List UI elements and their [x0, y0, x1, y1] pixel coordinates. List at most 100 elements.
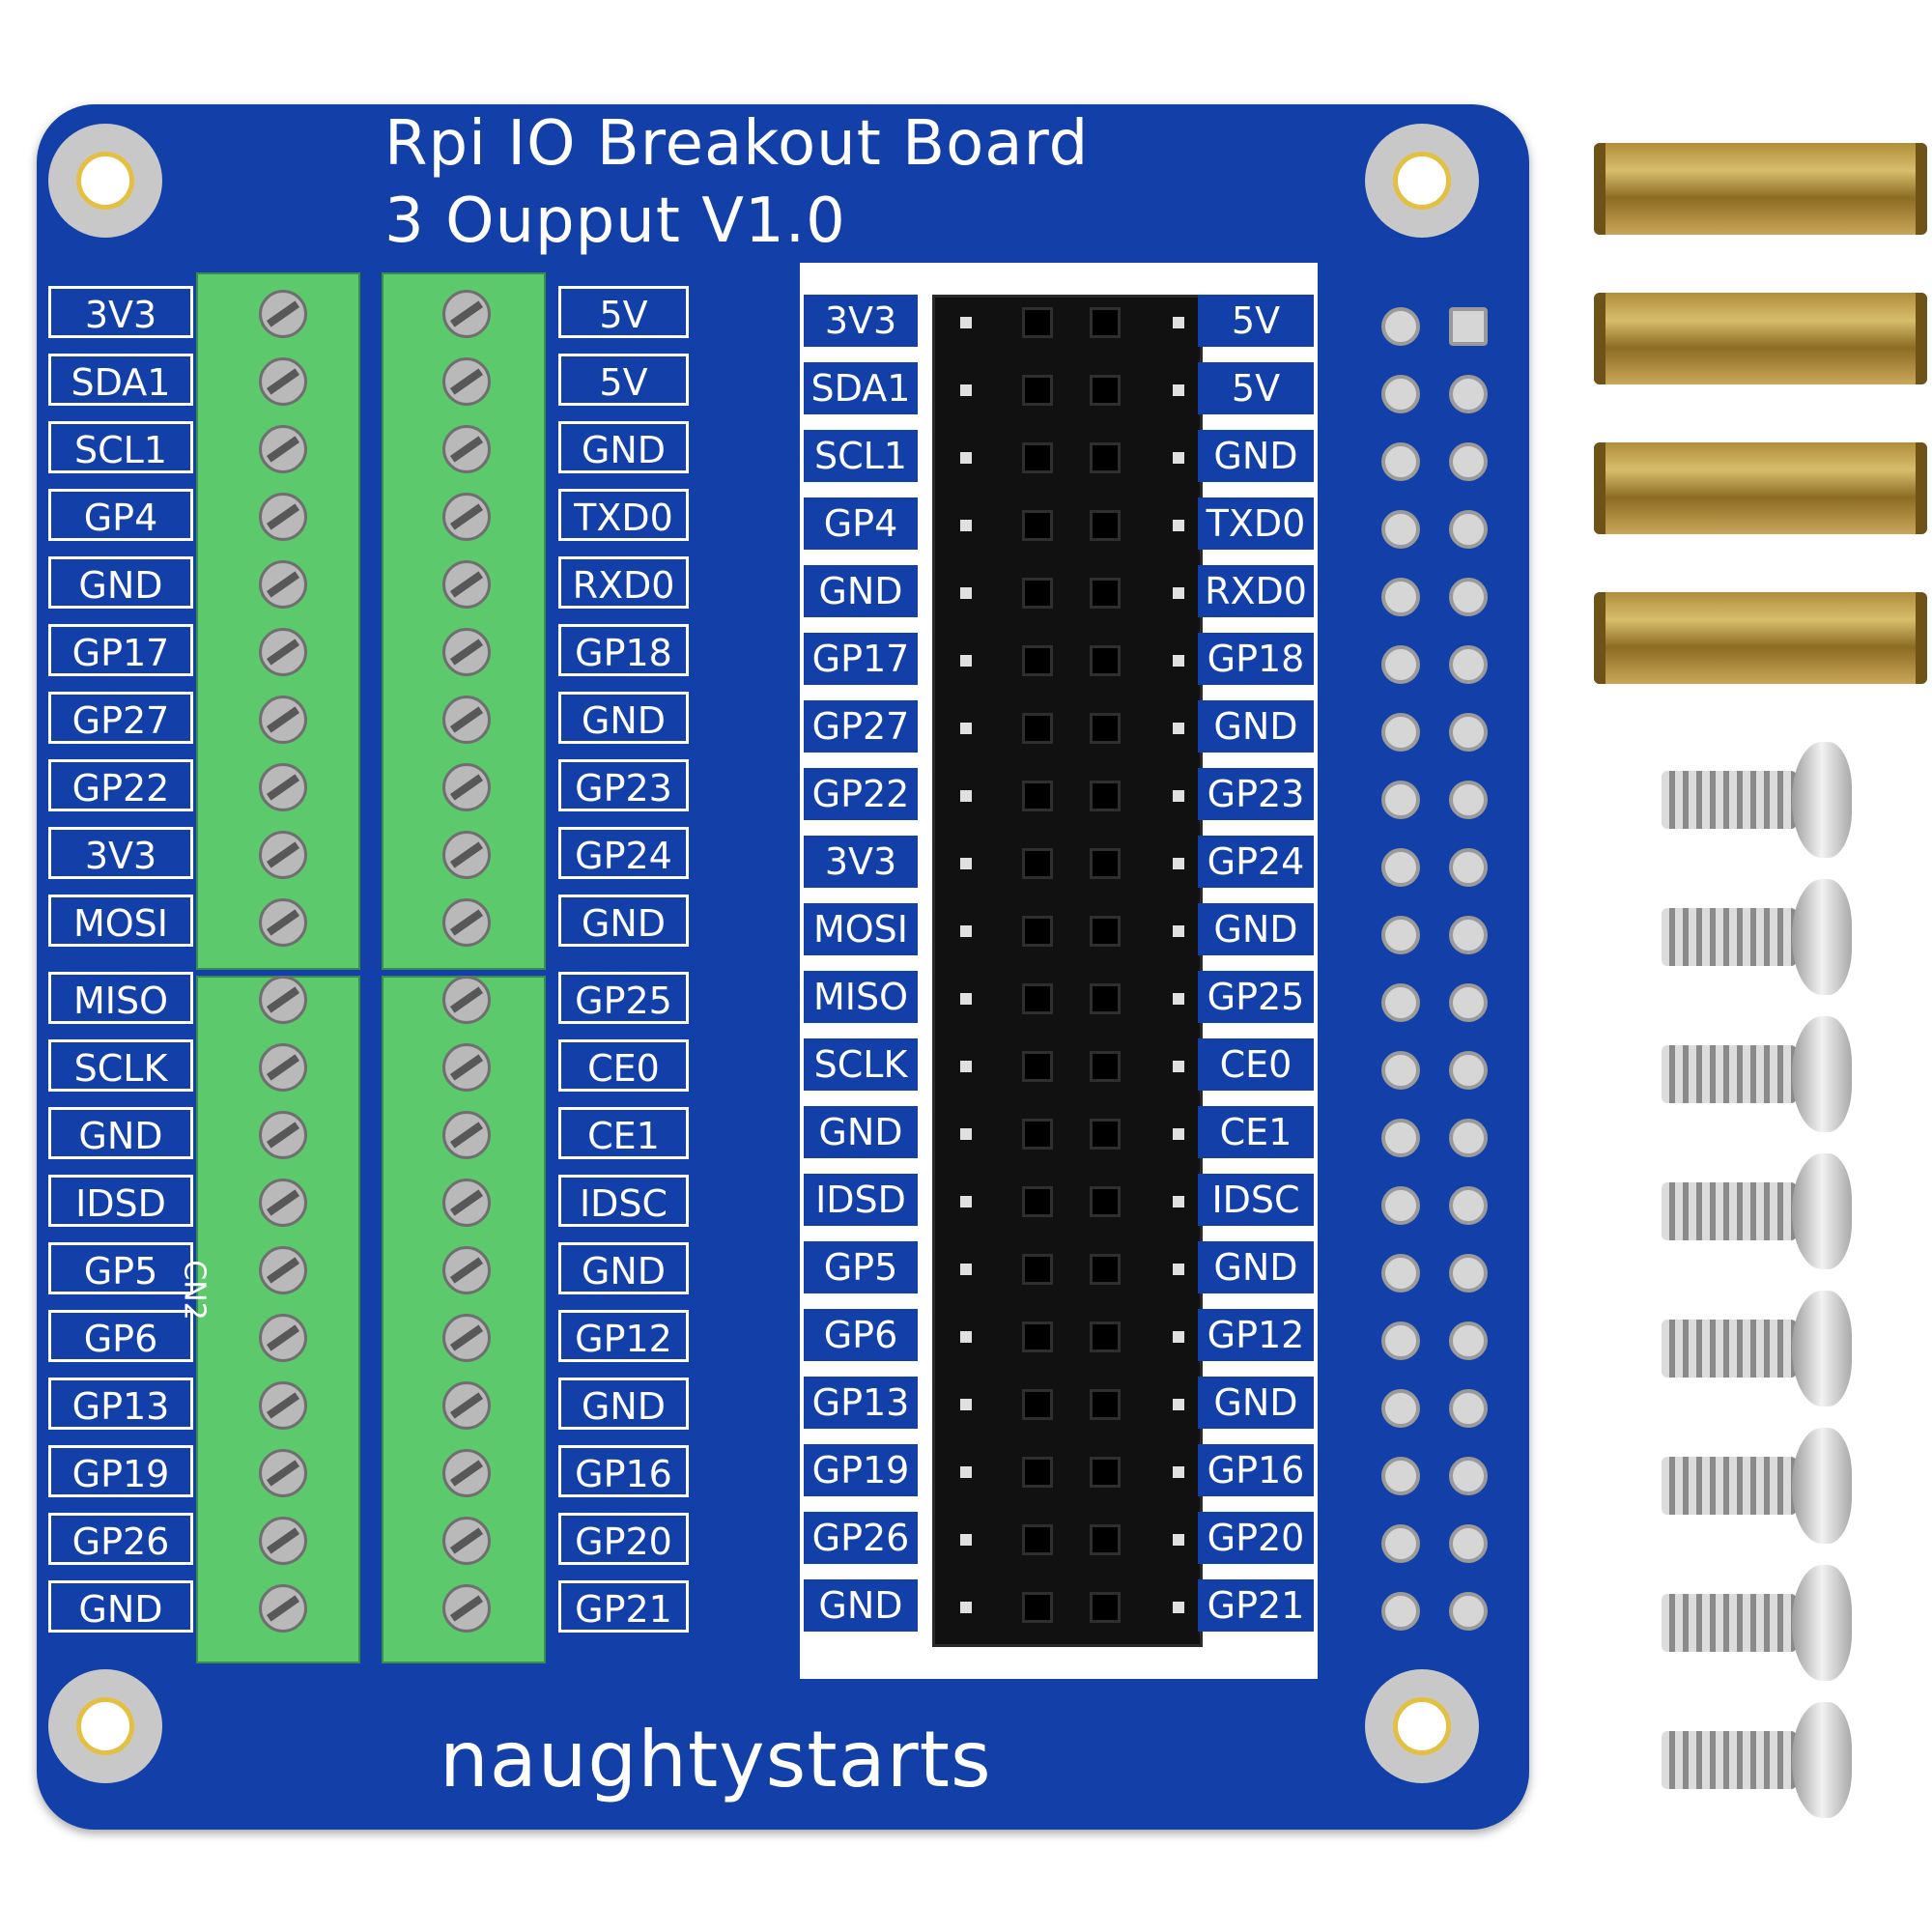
- header-pin: [960, 655, 972, 667]
- through-hole-pad: [1449, 916, 1488, 954]
- screw-head: [1792, 742, 1852, 858]
- header-socket: [1090, 848, 1121, 879]
- header-pin: [960, 858, 972, 869]
- terminal-screw: [259, 628, 307, 676]
- terminal-label-left: GP19: [48, 1445, 193, 1497]
- header-label-left: GP4: [804, 497, 918, 550]
- screw-thread: [1662, 1182, 1797, 1240]
- terminal-screw: [259, 425, 307, 473]
- header-socket: [1022, 442, 1053, 473]
- terminal-label-left: SCL1: [48, 421, 193, 473]
- through-hole-pad: [1449, 1321, 1488, 1360]
- terminal-screw: [442, 628, 491, 676]
- header-socket: [1090, 713, 1121, 744]
- board-title-line1: Rpi IO Breakout Board: [384, 108, 1090, 180]
- terminal-label-left: GP27: [48, 692, 193, 744]
- terminal-screw: [259, 1517, 307, 1565]
- terminal-screw: [442, 1449, 491, 1497]
- terminal-label-left: MOSI: [48, 895, 193, 947]
- header-socket: [1090, 375, 1121, 406]
- terminal-screw: [259, 1246, 307, 1294]
- screw-head: [1792, 1428, 1852, 1544]
- header-socket: [1090, 510, 1121, 541]
- header-pin: [960, 993, 972, 1005]
- board-title-line2: 3 Oupput V1.0: [384, 185, 846, 257]
- through-hole-pad: [1381, 645, 1420, 684]
- through-hole-pad: [1449, 578, 1488, 616]
- header-socket: [1022, 307, 1053, 338]
- screw-thread: [1662, 1731, 1797, 1789]
- terminal-screw: [259, 1381, 307, 1430]
- screw-head: [1792, 879, 1852, 995]
- header-socket: [1090, 442, 1121, 473]
- terminal-screw: [442, 1179, 491, 1227]
- header-pin: [960, 317, 972, 328]
- terminal-screw: [259, 1449, 307, 1497]
- terminal-label-left: SDA1: [48, 354, 193, 406]
- header-socket: [1022, 510, 1053, 541]
- header-pin: [1173, 1466, 1184, 1478]
- terminal-label-right: CE0: [558, 1039, 689, 1092]
- screw-thread: [1662, 1045, 1797, 1103]
- through-hole-pad: [1449, 713, 1488, 752]
- header-pin: [1173, 858, 1184, 869]
- terminal-screw: [259, 831, 307, 879]
- header-label-right: GND: [1198, 430, 1314, 482]
- terminal-screw: [259, 898, 307, 947]
- mounting-screw: [1662, 742, 1857, 858]
- mounting-screw: [1662, 1016, 1857, 1132]
- header-label-right: GP16: [1198, 1444, 1314, 1496]
- through-hole-pad: [1449, 781, 1488, 819]
- header-pin: [1173, 723, 1184, 734]
- header-socket: [1022, 578, 1053, 609]
- terminal-label-right: GND: [558, 1242, 689, 1294]
- terminal-screw: [259, 1111, 307, 1159]
- header-label-right: GND: [1198, 1241, 1314, 1293]
- terminal-screw: [442, 425, 491, 473]
- header-socket: [1090, 983, 1121, 1014]
- mounting-hole: [48, 1669, 162, 1783]
- through-hole-pad: [1381, 1254, 1420, 1293]
- header-label-right: 5V: [1198, 295, 1314, 347]
- terminal-label-left: GP17: [48, 624, 193, 676]
- header-label-right: GP12: [1198, 1309, 1314, 1361]
- terminal-label-left: GND: [48, 1107, 193, 1159]
- mounting-hole: [1365, 1669, 1479, 1783]
- header-pin: [960, 925, 972, 937]
- gpio-socket-header: [932, 295, 1203, 1647]
- header-label-right: GND: [1198, 1377, 1314, 1429]
- terminal-screw: [442, 696, 491, 744]
- terminal-label-left: GP6: [48, 1310, 193, 1362]
- header-pin: [1173, 1196, 1184, 1208]
- terminal-screw: [259, 493, 307, 541]
- header-socket: [1090, 1592, 1121, 1623]
- header-label-left: SCLK: [804, 1038, 918, 1091]
- through-hole-pad: [1449, 1457, 1488, 1495]
- header-pin: [1173, 1602, 1184, 1613]
- terminal-label-left: SCLK: [48, 1039, 193, 1092]
- through-hole-pad: [1449, 645, 1488, 684]
- header-pin: [960, 520, 972, 531]
- terminal-label-right: GP12: [558, 1310, 689, 1362]
- through-hole-pad: [1381, 1592, 1420, 1631]
- screw-head: [1792, 1153, 1852, 1269]
- header-label-right: GP25: [1198, 971, 1314, 1023]
- terminal-screw: [442, 357, 491, 406]
- terminal-screw: [259, 696, 307, 744]
- terminal-screw: [259, 763, 307, 811]
- header-label-left: GP27: [804, 700, 918, 753]
- header-label-left: SCL1: [804, 430, 918, 482]
- header-label-left: GP13: [804, 1377, 918, 1429]
- terminal-label-right: 5V: [558, 354, 689, 406]
- mounting-screw: [1662, 1565, 1857, 1681]
- mounting-screw: [1662, 1702, 1857, 1818]
- through-hole-pad: [1381, 1524, 1420, 1563]
- header-label-right: IDSC: [1198, 1174, 1314, 1226]
- through-hole-pad: [1381, 1457, 1420, 1495]
- header-label-left: GP19: [804, 1444, 918, 1496]
- screw-thread: [1662, 1457, 1797, 1515]
- terminal-label-left: 3V3: [48, 827, 193, 879]
- through-hole-pad: [1449, 1119, 1488, 1157]
- terminal-label-left: MISO: [48, 972, 193, 1024]
- header-pin: [1173, 520, 1184, 531]
